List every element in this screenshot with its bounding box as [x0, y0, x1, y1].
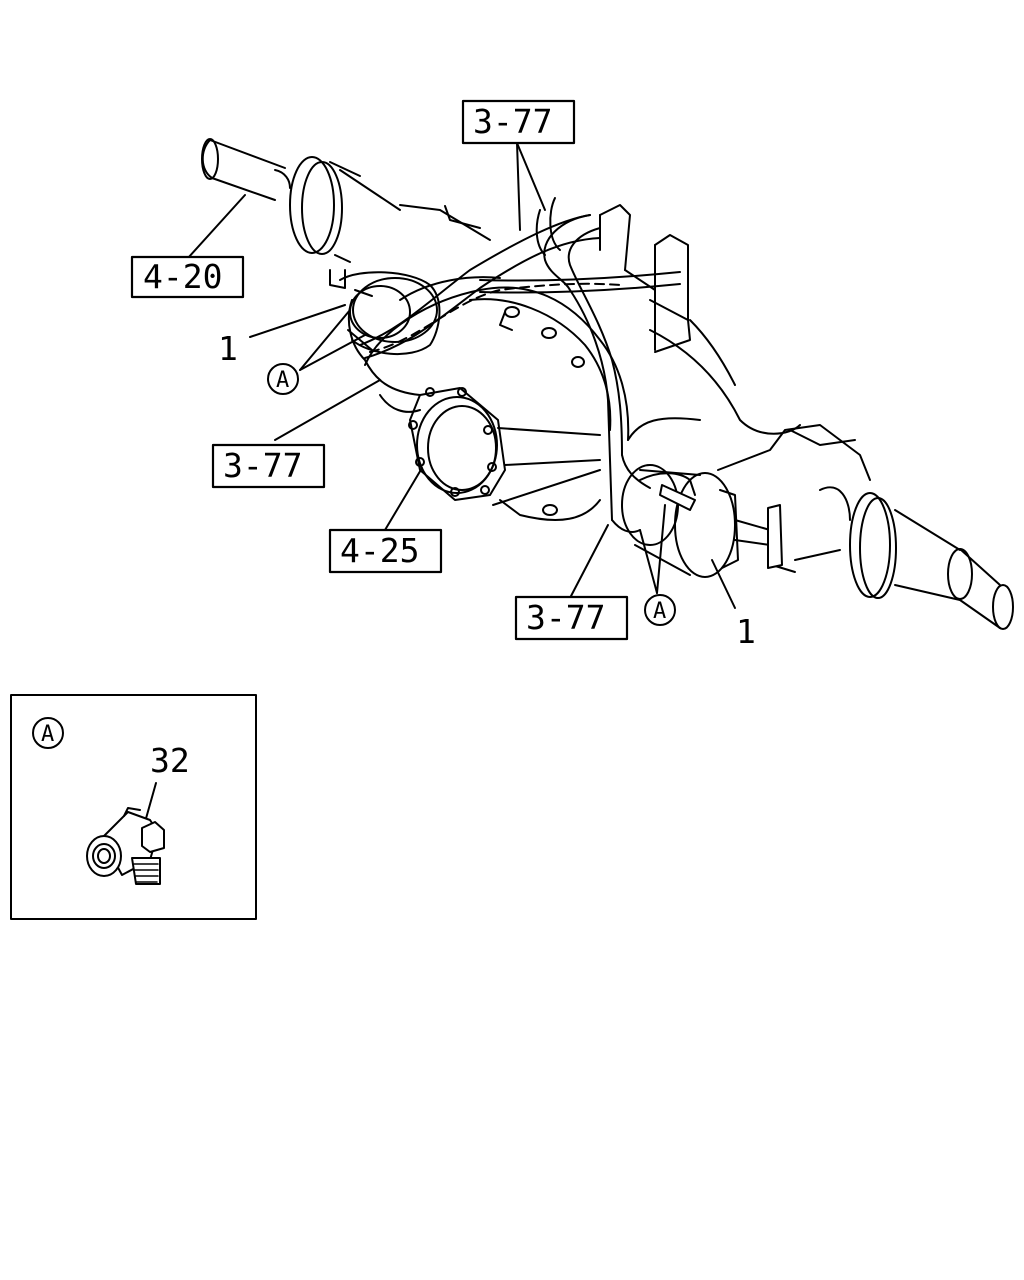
detail-a-panel: A 32	[10, 694, 257, 920]
detail-a-part-number: 32	[150, 741, 190, 780]
part-label-1-left: 1	[218, 329, 238, 368]
callout-air-line-top: 3-77	[461, 99, 576, 145]
leader-lines	[187, 142, 736, 609]
left-brake-chamber	[329, 269, 441, 396]
part-label-1-right: 1	[736, 612, 756, 651]
callout-air-line-left: 3-77	[211, 443, 326, 489]
callout-air-line-bottom: 3-77	[514, 595, 629, 641]
callout-differential: 4-25	[328, 528, 443, 574]
detail-a-marker-text: A	[41, 722, 54, 747]
right-axle-shaft	[717, 424, 1014, 630]
callout-text-3-77-bottom: 3-77	[526, 598, 605, 637]
callout-text-3-77-top: 3-77	[473, 102, 552, 141]
detail-marker-a-left-text: A	[276, 368, 289, 393]
detail-marker-a-right: A	[644, 594, 676, 626]
differential-housing	[364, 276, 801, 521]
callout-text-3-77-left: 3-77	[223, 446, 302, 485]
detail-marker-a-left: A	[267, 363, 299, 395]
elbow-fitting-drawing	[86, 807, 165, 885]
left-axle-shaft	[201, 138, 491, 263]
air-lines	[359, 197, 696, 533]
frame-bracket	[599, 204, 691, 353]
callout-text-4-25: 4-25	[340, 531, 419, 570]
callout-text-4-20: 4-20	[143, 257, 222, 296]
callout-axle-shaft: 4-20	[130, 255, 245, 299]
pinion-flange	[408, 387, 506, 501]
right-brake-chamber	[621, 464, 771, 578]
detail-marker-a-right-text: A	[653, 599, 666, 624]
